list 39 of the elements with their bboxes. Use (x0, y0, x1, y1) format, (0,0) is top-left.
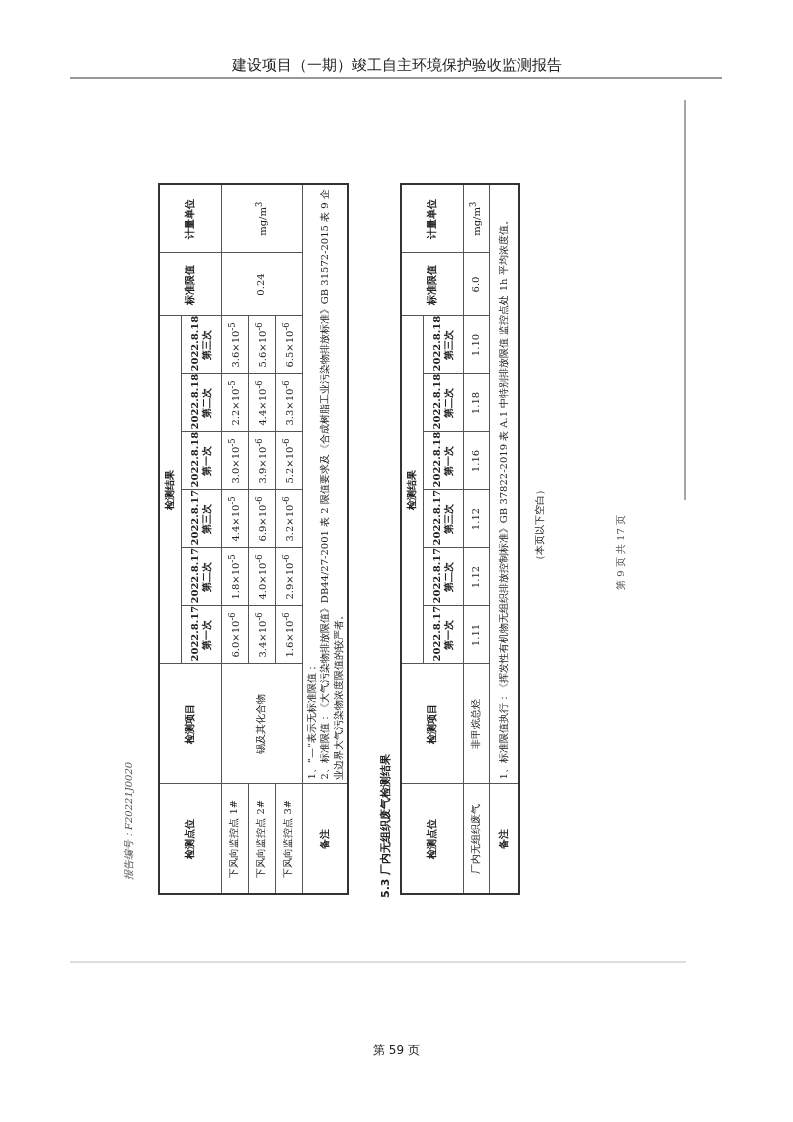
data-cell: 1.11 (463, 606, 489, 664)
header-cell: 2022.8.17 第二次 (181, 548, 221, 606)
data-cell: 下风向监控点 1# (221, 784, 248, 894)
data-cell: 厂内无组织废气 (463, 784, 489, 894)
header-cell: 2022.8.17 第三次 (181, 490, 221, 548)
page-header: 建设项目（一期）竣工自主环境保护验收监测报告 (230, 56, 563, 75)
data-cell: 1.12 (463, 490, 489, 548)
data-cell: 1.16 (463, 432, 489, 490)
header-cell: 检测项目 (159, 664, 221, 784)
data-cell: 1.18 (463, 374, 489, 432)
header-cell: 2022.8.17 第一次 (423, 606, 463, 664)
data-cell: 1.10 (463, 316, 489, 374)
header-cell: 2022.8.17 第一次 (181, 606, 221, 664)
header-cell: 检测项目 (401, 664, 463, 784)
header-cell: 2022.8.18 第二次 (423, 374, 463, 432)
data-cell: 非甲烷总烃 (463, 664, 489, 784)
blank-page-note: （本页以下空白） (533, 485, 546, 565)
note-text: 1、标准限值执行：《挥发性有机物无组织排放控制标准》GB 37822-2019 表 A.1 中特别排放限值 监控点处 1h 平均浓度值。 (497, 214, 510, 780)
page-number: 第 9 页 共 17 页 (614, 515, 627, 590)
header-cell: 2022.8.18 第一次 (423, 432, 463, 490)
header-cell: 检测结果 (401, 316, 423, 664)
note-text: 1、“—”表示无标准限值； (304, 661, 318, 780)
report-number: 报告编号：F20221J0020 (122, 761, 135, 880)
header-cell: 2022.8.17 第三次 (423, 490, 463, 548)
data-cell: 锡及其化合物 (221, 664, 302, 784)
header-cell: 2022.8.17 第二次 (423, 548, 463, 606)
data-cell: 6.0 (463, 253, 489, 316)
header-cell: 标准限值 (159, 253, 221, 316)
data-cell: 1.12 (463, 548, 489, 606)
section-heading: 5.3 厂内无组织废气检测结果 (378, 753, 393, 898)
header-cell: 2022.8.18 第二次 (181, 374, 221, 432)
header-cell: 检测点位 (401, 784, 463, 894)
page-number: 第 59 页 (372, 1042, 421, 1059)
header-cell: 标准限值 (401, 253, 463, 316)
data-cell: 0.24 (221, 253, 302, 316)
header-cell: 2022.8.18 第一次 (181, 432, 221, 490)
header-cell: 检测结果 (159, 316, 181, 664)
note-text: 2、标准限值：《大气污染物排放限值》DB44/27-2001 表 2 限值要求及《合成树脂工业污染物排放标准》GB 31572-2015 表 9 企业边界大气污染物浓度限值的较严者。 (318, 189, 345, 780)
header-cell: 检测点位 (159, 784, 221, 894)
